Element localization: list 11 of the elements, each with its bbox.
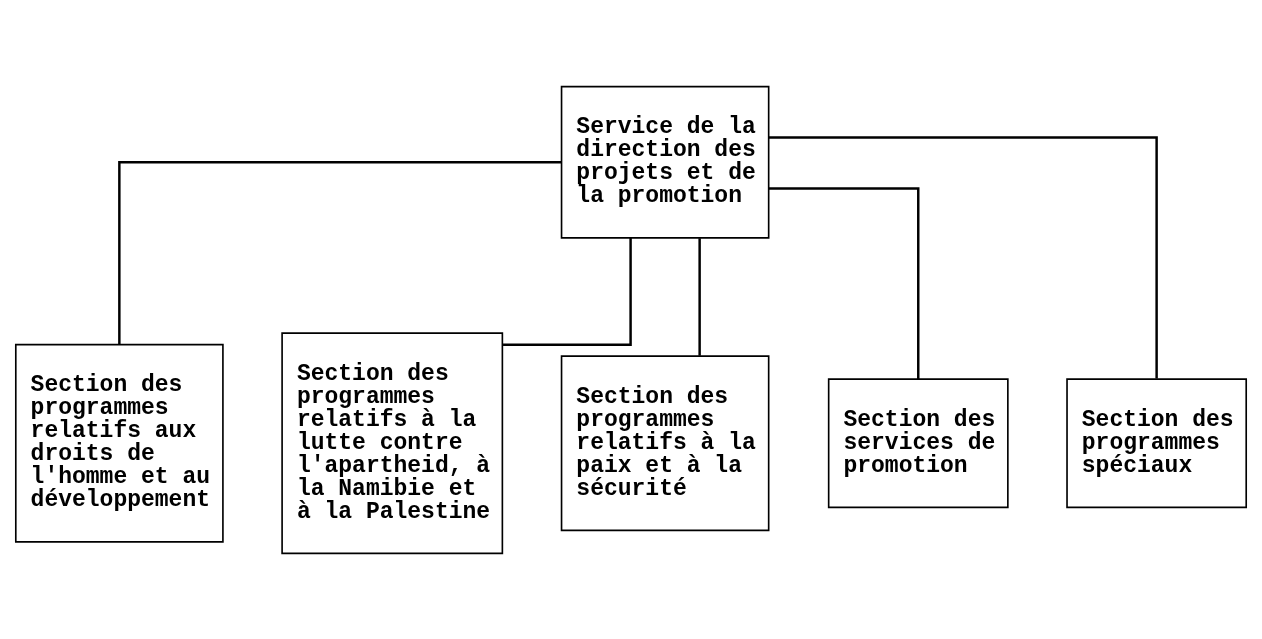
node-box: Section des programmes relatifs à la lutte contre l'apartheid, à la Namibie et à la Palestine [281,331,504,554]
node-box: Section des programmes relatifs aux droits de l'homme et au développement [14,343,224,543]
connector [768,135,1158,378]
node-box: Section des programmes spéciaux [1066,377,1248,508]
connector [503,237,632,346]
connector [118,160,562,344]
node-box: Section des programmes relatifs à la paix et à la sécurité [560,354,770,531]
connector [768,186,920,379]
node-box: Service de la direction des projets et de la promotion [560,85,770,239]
connector [698,237,701,356]
node-box: Section des services de promotion [827,377,1009,508]
